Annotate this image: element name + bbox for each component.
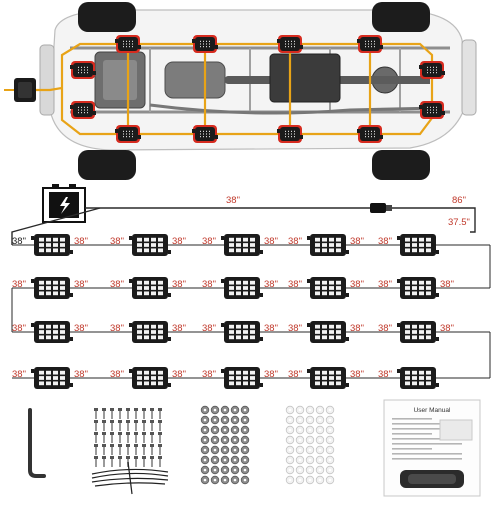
rock-light-pod <box>307 234 349 256</box>
left-feed-cable <box>11 207 101 245</box>
rock-light-pod <box>221 321 263 343</box>
pod-right-length-label: 38" <box>264 369 278 380</box>
chassis-pod <box>277 125 303 143</box>
pod-right-length-label: 38" <box>74 236 88 247</box>
controller-icon <box>4 78 36 102</box>
pod-left-length-label: 38" <box>110 323 124 334</box>
right-second-length-label: 37.5" <box>448 217 470 228</box>
pod-right-length-label: 38" <box>350 279 364 290</box>
pod-right-length-label: 38" <box>440 323 454 334</box>
manual-title: User Manual <box>414 407 451 414</box>
pod-left-length-label: 38" <box>12 369 26 380</box>
manual-icon: User Manual <box>383 399 481 497</box>
pod-right-length-label: 38" <box>350 236 364 247</box>
screw-set <box>94 408 162 467</box>
wheel-front-left <box>78 2 136 32</box>
hex-key-icon <box>28 408 46 478</box>
pod-right-length-label: 38" <box>264 279 278 290</box>
chassis-pod <box>115 125 141 143</box>
rock-light-pod <box>397 277 439 299</box>
pod-left-length-label: 38" <box>110 236 124 247</box>
rock-light-pod <box>307 321 349 343</box>
pod-left-length-label: 38" <box>12 279 26 290</box>
chassis-pod <box>192 35 218 53</box>
chassis-pod <box>357 125 383 143</box>
pod-left-length-label: 38" <box>202 369 216 380</box>
pod-right-length-label: 38" <box>172 369 186 380</box>
right-feed-cable <box>392 207 476 233</box>
rock-light-pod <box>129 367 171 389</box>
pod-left-length-label: 38" <box>288 369 302 380</box>
pod-right-length-label: 38" <box>350 323 364 334</box>
battery-icon <box>42 184 86 223</box>
rock-light-pod-grid: 38" 38" 38" 38" 38" 38" 38" 38" 38" 38" 38" 38" 38" 3… <box>11 234 491 389</box>
pod-right-length-label: 38" <box>74 323 88 334</box>
pod-left-length-label: 38" <box>288 323 302 334</box>
pod-left-length-label: 38" <box>378 236 392 247</box>
washer-set-metal <box>200 405 250 485</box>
chassis-rock-lights <box>70 35 445 143</box>
pod-right-length-label: 38" <box>172 279 186 290</box>
rock-light-pod <box>397 367 439 389</box>
pod-left-length-label: 38" <box>378 279 392 290</box>
washer-set-rubber <box>285 405 335 485</box>
pod-right-length-label: 38" <box>264 323 278 334</box>
wheel-front-right <box>78 150 136 180</box>
rock-light-pod <box>397 321 439 343</box>
zip-tie-icon <box>91 461 169 495</box>
chassis-pod <box>357 35 383 53</box>
pod-left-length-label: 38" <box>288 236 302 247</box>
pod-left-length-label: 38" <box>202 323 216 334</box>
pod-right-length-label: 38" <box>350 369 364 380</box>
rock-light-pod <box>221 234 263 256</box>
chassis-pod <box>277 35 303 53</box>
rock-light-pod <box>31 367 73 389</box>
pod-left-length-label: 38" <box>12 323 26 334</box>
pod-left-length-label: 38" <box>202 236 216 247</box>
rock-light-pod <box>31 277 73 299</box>
chassis-wiring-harness <box>30 42 434 136</box>
chassis-pod <box>419 101 445 119</box>
chassis-pod <box>115 35 141 53</box>
pod-left-length-label: 38" <box>110 369 124 380</box>
chassis-pod <box>70 101 96 119</box>
top-run-length-label: 38" <box>226 195 240 206</box>
pod-right-length-label: 38" <box>172 323 186 334</box>
truck-chassis <box>39 2 477 180</box>
pod-left-length-label: 38" <box>288 279 302 290</box>
chassis-pod <box>192 125 218 143</box>
rock-light-pod <box>129 321 171 343</box>
pod-cable-network <box>11 207 476 245</box>
chassis-pod <box>419 61 445 79</box>
pod-right-length-label: 38" <box>264 236 278 247</box>
pod-left-length-label: 38" <box>378 323 392 334</box>
chassis-pod <box>70 61 96 79</box>
rock-light-pod <box>397 234 439 256</box>
pod-left-length-label: 38" <box>110 279 124 290</box>
pod-left-length-label: 38" <box>12 236 26 247</box>
pod-right-length-label: 38" <box>172 236 186 247</box>
rock-light-pod <box>31 234 73 256</box>
pod-right-length-label: 38" <box>74 279 88 290</box>
rock-light-pod <box>221 367 263 389</box>
pod-left-length-label: 38" <box>378 369 392 380</box>
wheel-rear-right <box>372 150 430 180</box>
rock-light-pod <box>129 277 171 299</box>
main-cable-connector <box>370 203 392 213</box>
pod-left-length-label: 38" <box>202 279 216 290</box>
right-top-length-label: 86" <box>452 195 466 206</box>
rock-light-pod <box>31 321 73 343</box>
rock-light-pod <box>221 277 263 299</box>
rock-light-pod <box>307 277 349 299</box>
rock-light-pod <box>307 367 349 389</box>
wheel-rear-left <box>372 2 430 32</box>
pod-right-length-label: 38" <box>440 279 454 290</box>
pod-right-length-label: 38" <box>74 369 88 380</box>
rock-light-pod <box>129 234 171 256</box>
